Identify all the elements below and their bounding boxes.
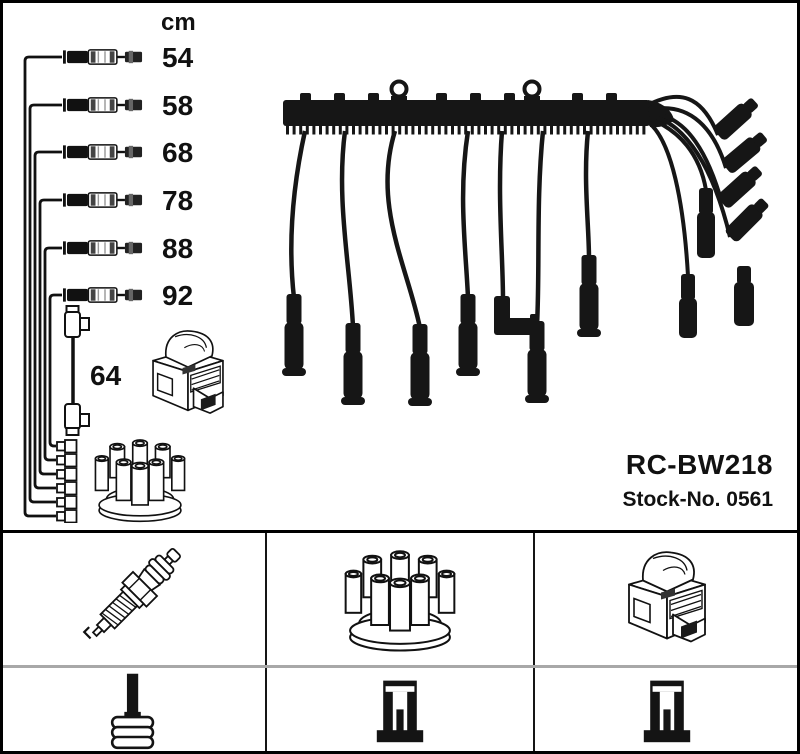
cable-bundle-lines (23, 55, 62, 518)
spark-plug-boot (456, 294, 480, 376)
fan-connectors (711, 94, 772, 244)
bundle-end-terminals (56, 439, 78, 523)
cable-row-78: 78 (62, 185, 193, 216)
legend-cell-socket-terminal (265, 668, 532, 754)
diagram-and-photo: cm 54 (23, 9, 772, 523)
part-number: RC-BW218 (625, 449, 773, 480)
ignition-coil-icon (628, 551, 707, 643)
cable-row-58: 58 (62, 90, 193, 121)
legend-cell-ignition-coil (532, 533, 800, 665)
cable-row-88: 88 (62, 233, 193, 264)
cable-length-label: 58 (162, 90, 193, 121)
cable-connector-icon (62, 48, 144, 66)
stock-number: Stock-No. 0561 (622, 488, 773, 511)
cable-length-label: 78 (162, 185, 193, 216)
cable-connector-icon (62, 96, 144, 114)
ignition-coil-drawing (152, 330, 224, 415)
cable-length-diagram: cm 54 (23, 9, 224, 523)
product-photo (282, 79, 772, 406)
part-number-block: RC-BW218 Stock-No. 0561 (622, 449, 773, 512)
spark-plug-boot (679, 274, 697, 338)
fan-boots (679, 188, 715, 338)
legend-top-row (0, 533, 800, 665)
unit-label: cm (161, 9, 196, 36)
spark-plug-boot (525, 321, 549, 403)
legend-cell-ribbed-terminal (0, 668, 265, 754)
loose-boot (734, 266, 754, 326)
ribbed-terminal-icon (110, 672, 154, 750)
legend-cell-distributor-cap (265, 533, 532, 665)
rail-ring (522, 79, 542, 99)
cable-rail (283, 93, 674, 128)
distributor-cap-drawing (94, 439, 186, 523)
rail-ring (389, 79, 409, 99)
cable-row-92: 92 (62, 280, 193, 311)
hanging-cables (289, 130, 592, 329)
spark-plug-boots (282, 255, 601, 406)
spark-plug-boot (341, 323, 365, 405)
socket-terminal-icon (644, 680, 691, 743)
cable-length-label: 54 (162, 42, 194, 73)
cable-length-label: 92 (162, 280, 193, 311)
cable-row-54: 54 (62, 42, 194, 73)
distributor-cap-icon (344, 550, 456, 652)
legend-cell-socket-terminal-2 (532, 668, 800, 754)
socket-terminal-icon (376, 680, 424, 743)
fan-cables (645, 94, 732, 277)
cable-connector-icon (62, 143, 144, 161)
spark-plug-boot (697, 188, 715, 258)
cable-connector-icon (62, 286, 144, 304)
legend-row-divider (0, 665, 800, 668)
spark-plug-boot (408, 324, 432, 406)
cable-row-68: 68 (62, 137, 193, 168)
cable-connector-icon (62, 191, 144, 209)
cable-length-label: 88 (162, 233, 193, 264)
spark-plug-icon (77, 539, 190, 652)
cable-connector-icon (62, 239, 144, 257)
spark-plug-boot (282, 294, 306, 376)
coil-wire: 64 (64, 305, 122, 436)
legend-cell-spark-plug (0, 533, 265, 665)
legend-bottom-row (0, 668, 800, 754)
spark-plug-boot (577, 255, 601, 337)
coil-wire-length-label: 64 (90, 360, 122, 391)
legend-grid (0, 530, 800, 754)
cable-length-label: 68 (162, 137, 193, 168)
